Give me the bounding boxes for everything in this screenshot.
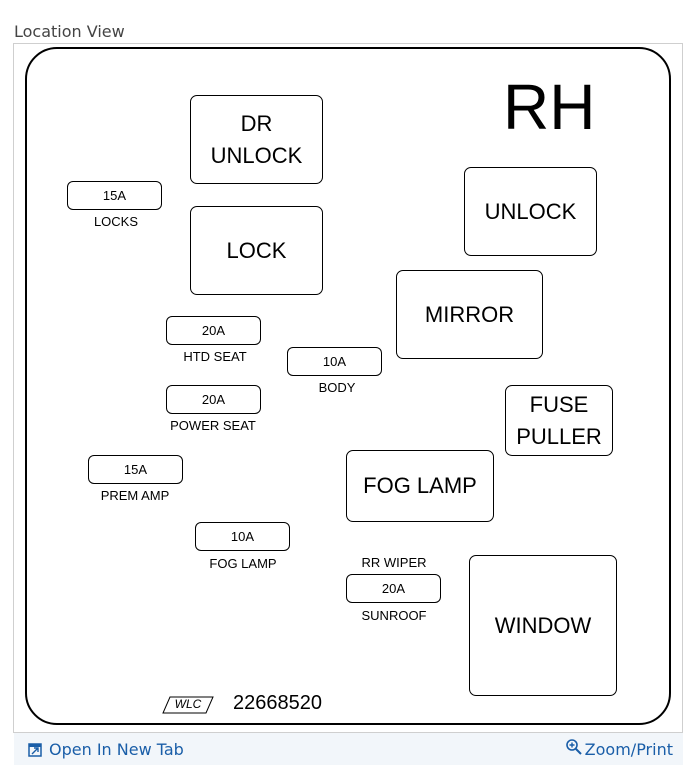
relay-lock-label: LOCK xyxy=(226,237,287,263)
relay-unlock-label: UNLOCK xyxy=(484,198,577,224)
fuse-locks-label: LOCKS xyxy=(93,214,139,229)
fuse-body: 10A xyxy=(287,347,382,376)
fuse-body-label: BODY xyxy=(318,380,356,395)
fuse-fog-lamp: 10A xyxy=(195,522,290,551)
fuse-sunroof: 20A xyxy=(346,574,441,603)
fuse-fog-lamp-label: FOG LAMP xyxy=(209,556,277,571)
fuse-sunroof-label: SUNROOF xyxy=(361,608,427,623)
relay-mirror: MIRROR xyxy=(396,270,543,359)
open-in-new-tab-label: Open In New Tab xyxy=(49,740,184,759)
relay-fog-lamp-label: FOG LAMP xyxy=(363,473,477,498)
open-in-new-tab-icon xyxy=(28,742,42,757)
zoom-in-icon xyxy=(565,738,582,755)
relay-fog-lamp: FOG LAMP xyxy=(346,450,494,522)
fuse-puller-line1: FUSE xyxy=(529,391,589,417)
fuse-locks: 15A xyxy=(67,181,162,210)
wlc-logo-text: WLC xyxy=(174,697,202,711)
fuse-htd-seat-label: HTD SEAT xyxy=(183,349,247,364)
zoom-print-label: Zoom/Print xyxy=(584,740,673,759)
relay-mirror-label: MIRROR xyxy=(424,301,515,327)
relay-unlock: UNLOCK xyxy=(464,167,597,256)
relay-lock: LOCK xyxy=(190,206,323,295)
fuse-htd-seat: 20A xyxy=(166,316,261,345)
relay-dr-unlock-line2: UNLOCK xyxy=(210,142,303,168)
fuse-rr-wiper-label: RR WIPER xyxy=(361,555,427,570)
footer-bar: Open In New Tab Zoom/Print xyxy=(14,733,683,765)
fuse-power-seat-label: POWER SEAT xyxy=(170,418,256,433)
relay-window-label: WINDOW xyxy=(494,612,592,638)
fuse-prem-amp-label: PREM AMP xyxy=(100,488,170,503)
location-view-heading: Location View xyxy=(14,22,125,41)
relay-window: WINDOW xyxy=(469,555,617,696)
wlc-logo: WLC xyxy=(162,696,214,714)
fuse-puller: FUSE PULLER xyxy=(505,385,613,456)
relay-dr-unlock-line1: DR xyxy=(240,110,273,136)
open-in-new-tab-link[interactable]: Open In New Tab xyxy=(28,740,184,759)
fuse-puller-line2: PULLER xyxy=(516,423,602,449)
fuse-power-seat: 20A xyxy=(166,385,261,414)
part-number: 22668520 xyxy=(233,692,322,714)
zoom-print-link[interactable]: Zoom/Print xyxy=(565,738,673,759)
relay-dr-unlock: DR UNLOCK xyxy=(190,95,323,184)
side-label: RH xyxy=(503,71,596,143)
fuse-prem-amp: 15A xyxy=(88,455,183,484)
